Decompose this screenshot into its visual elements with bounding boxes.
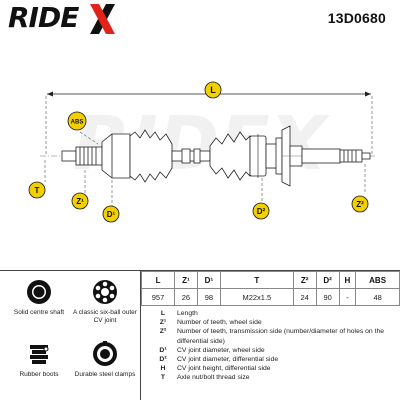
legend-item: D¹ CV joint diameter, wheel side <box>149 346 399 355</box>
spec-header: D¹ <box>196 271 221 289</box>
legend-text: CV joint height, differential side <box>177 365 271 373</box>
legend-item: L Length <box>149 309 399 318</box>
six-ball-joint-icon <box>92 279 118 305</box>
feature-steel-clamps: Durable steel clamps <box>70 341 140 379</box>
brand-x-mark <box>90 4 116 34</box>
legend-item: Z² Number of teeth, transmission side (n… <box>149 327 399 345</box>
part-number: 13D0680 <box>327 10 386 26</box>
legend-text: Number of teeth, wheel side <box>177 319 262 327</box>
svg-text:D¹: D¹ <box>107 210 116 219</box>
spec-table: L Z¹ D¹ T Z² D² H ABS 957 26 98 M22x1.5 … <box>140 271 400 306</box>
marker-z2: Z² <box>351 195 369 213</box>
outer-boot <box>129 129 173 183</box>
feature-solid-shaft: Solid centre shaft <box>4 279 74 317</box>
feature-label: Solid centre shaft <box>13 309 65 316</box>
spec-header: D² <box>315 271 340 289</box>
legend-item: Z¹ Number of teeth, wheel side <box>149 318 399 327</box>
legend-item: D² CV joint diameter, differential side <box>149 355 399 364</box>
legend-text: CV joint diameter, differential side <box>177 356 279 364</box>
drive-shaft-svg: RIDEX <box>28 81 375 223</box>
legend-item: T Axle nut/bolt thread size <box>149 373 399 382</box>
spec-header: T <box>219 271 294 289</box>
svg-text:L: L <box>210 85 216 95</box>
svg-text:Z²: Z² <box>356 200 364 209</box>
steel-clamp-icon <box>92 341 118 367</box>
spec-value: 24 <box>292 288 317 306</box>
spec-value: 957 <box>140 288 176 306</box>
spec-value: 26 <box>174 288 198 306</box>
wheel-side-stub <box>61 146 103 166</box>
marker-z1: Z¹ <box>71 192 89 210</box>
features-panel: Solid centre shaft A classic six-ball ou… <box>0 271 140 400</box>
spec-header: ABS <box>355 271 400 289</box>
marker-t: T <box>28 181 46 199</box>
legend: L Length Z¹ Number of teeth, wheel side … <box>149 309 399 383</box>
main-shaft <box>171 148 211 164</box>
legend-key: Z² <box>159 328 167 336</box>
legend-key: T <box>160 374 166 382</box>
legend-key: D¹ <box>159 346 167 354</box>
legend-text: Number of teeth, transmission side (numb… <box>177 328 385 345</box>
legend-text: Axle nut/bolt thread size <box>177 374 250 382</box>
spec-header: H <box>338 271 357 289</box>
drive-shaft-drawing: RIDEX <box>0 34 400 266</box>
marker-abs: ABS <box>67 111 87 131</box>
callout-leaders <box>44 131 366 206</box>
legend-key: Z¹ <box>159 319 167 327</box>
legend-text: Length <box>177 310 198 317</box>
marker-l: L <box>204 81 222 99</box>
svg-text:ABS: ABS <box>71 120 84 126</box>
feature-six-ball-joint: A classic six-ball outer CV joint <box>70 279 140 325</box>
brand-logo: RIDE <box>8 1 79 34</box>
solid-shaft-icon <box>26 279 52 305</box>
legend-key: D² <box>159 356 167 364</box>
legend-key: L <box>160 310 166 317</box>
spec-value: M22x1.5 <box>219 288 294 306</box>
inner-boot <box>209 131 251 181</box>
marker-d1: D¹ <box>102 205 120 223</box>
differential-side-stub <box>301 148 371 164</box>
spec-value: 48 <box>355 288 400 306</box>
brand-name: RIDE <box>8 1 79 34</box>
feature-label: Durable steel clamps <box>74 371 136 378</box>
marker-d2: D² <box>252 202 270 220</box>
feature-label: Rubber boots <box>19 371 59 378</box>
spec-header: L <box>140 271 176 289</box>
spec-value: - <box>338 288 357 306</box>
spec-header-row: L Z¹ D¹ T Z² D² H ABS <box>140 271 400 289</box>
svg-text:T: T <box>35 186 40 195</box>
header: RIDE 13D0680 <box>0 0 400 34</box>
feature-rubber-boots: Rubber boots <box>4 341 74 379</box>
legend-item: H CV joint height, differential side <box>149 364 399 373</box>
spec-header: Z¹ <box>174 271 198 289</box>
svg-text:Z¹: Z¹ <box>76 197 84 206</box>
legend-key: H <box>160 365 166 373</box>
spec-value-row: 957 26 98 M22x1.5 24 90 - 48 <box>140 288 400 306</box>
rubber-boot-icon <box>26 341 52 367</box>
panel-divider <box>140 271 141 400</box>
legend-text: CV joint diameter, wheel side <box>177 346 265 354</box>
spec-value: 98 <box>196 288 221 306</box>
spec-panel: L Z¹ D¹ T Z² D² H ABS 957 26 98 M22x1.5 … <box>140 271 400 400</box>
outer-cv-joint <box>101 133 131 179</box>
svg-text:D²: D² <box>257 207 266 216</box>
spec-value: 90 <box>315 288 340 306</box>
feature-label: A classic six-ball outer CV joint <box>73 309 137 324</box>
spec-header: Z² <box>292 271 317 289</box>
section-divider <box>0 270 400 271</box>
